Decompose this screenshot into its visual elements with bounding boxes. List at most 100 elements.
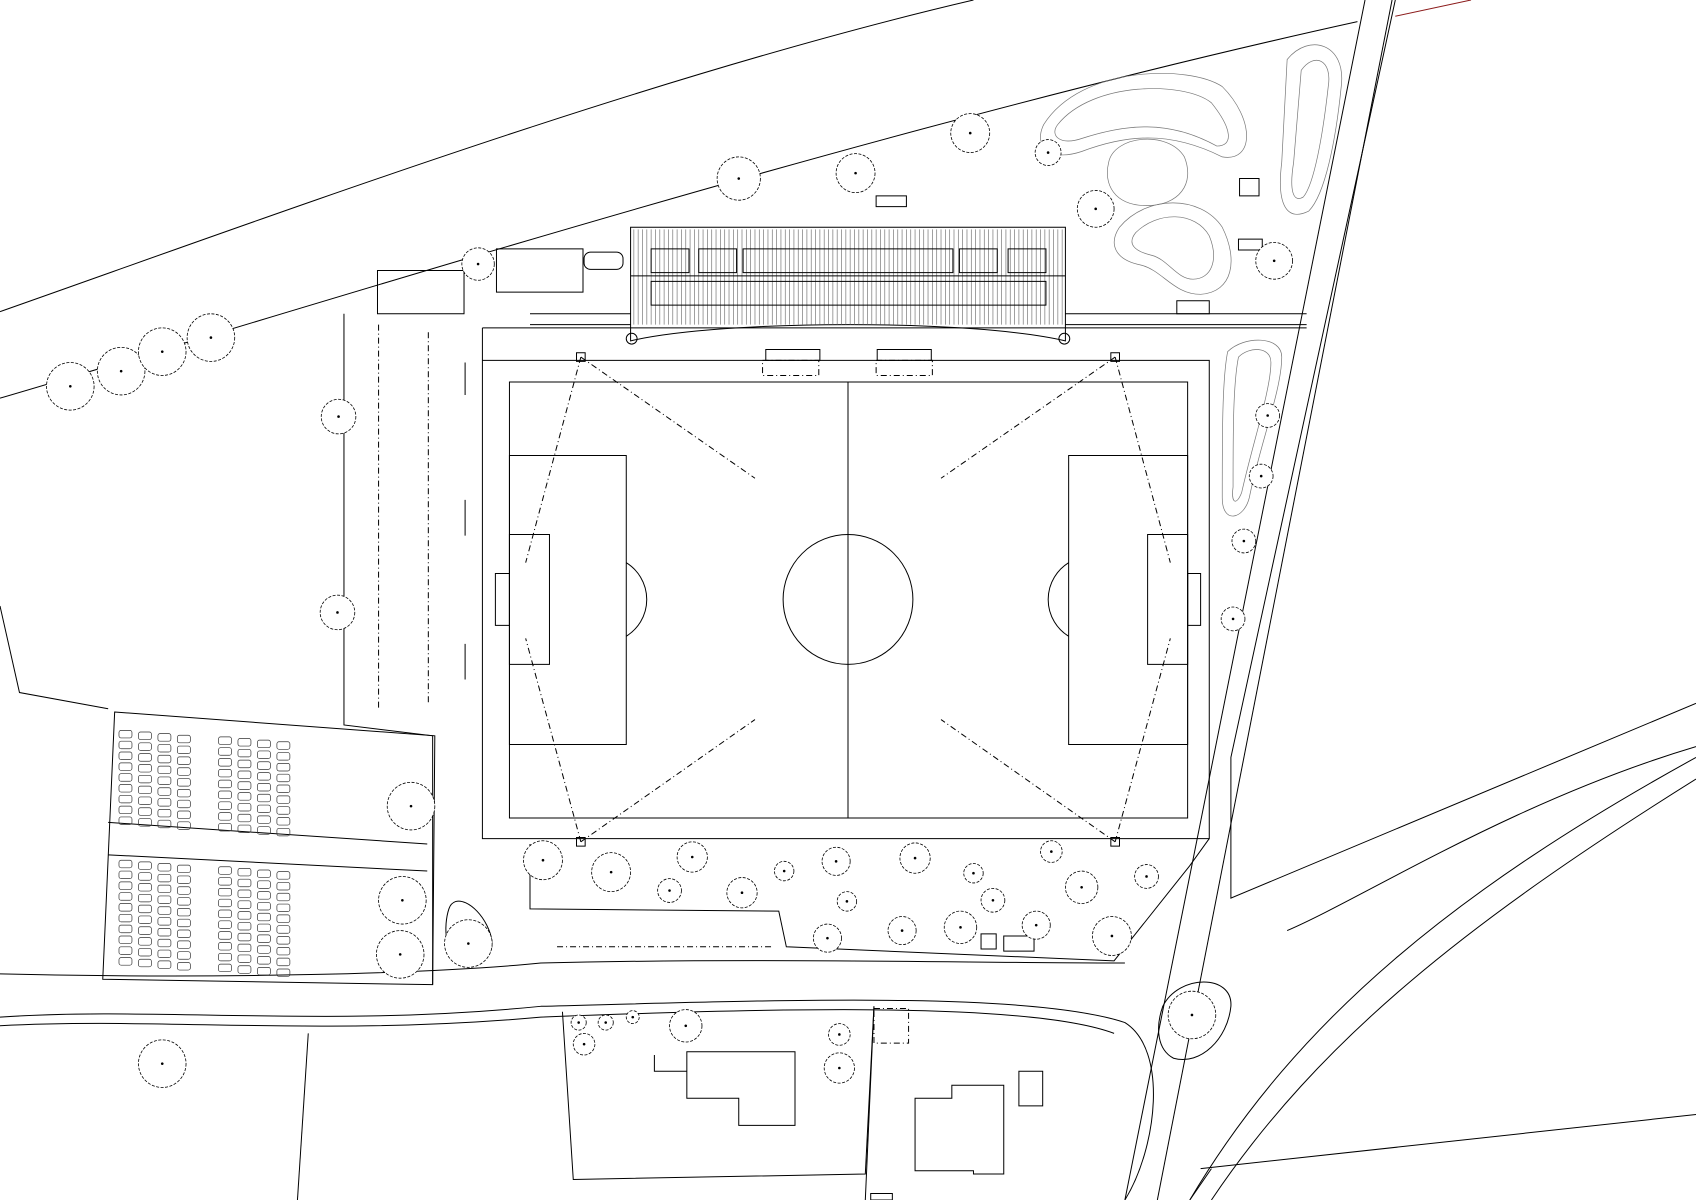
parking-area [344,249,623,985]
garden-plot [218,823,231,831]
garden-plot [138,883,151,891]
tree-trunk [1145,875,1148,878]
garden-plot [119,860,132,868]
pump-tracks [876,45,1342,516]
tree-trunk [604,1021,608,1024]
tree-trunk [541,858,545,862]
garden-plot [138,743,151,751]
garden-plot [277,937,290,945]
garden-plot [238,890,251,898]
garden-plot [177,735,190,743]
garden-plot [277,872,290,880]
garden-plot [119,730,132,738]
tree-trunk [577,1021,580,1024]
tree-trunk [1094,207,1097,211]
garden-plot [277,969,290,977]
garden-plot [218,921,231,929]
garden-plot [238,739,251,747]
garden-plot [257,870,270,878]
garden-plot [138,938,151,946]
garden-plot [158,950,171,958]
garden-plot [177,800,190,808]
garden-plot [218,953,231,961]
tree-trunk [668,889,671,892]
buildings [654,1008,1042,1200]
garden-plot [158,734,171,742]
grandstand-building [530,227,1307,344]
garden-plot [138,862,151,870]
garden-plot [277,926,290,934]
garden-plot [238,782,251,790]
tree-trunk [1046,151,1050,154]
tree-trunk [1190,1013,1194,1017]
tree-trunk [690,855,694,859]
garden-plot [238,912,251,920]
garden-plot [257,913,270,921]
garden-plot [257,924,270,932]
garden-plot [177,962,190,970]
tree-trunk [1080,885,1083,889]
tree-trunk [69,384,72,388]
tree-trunk [1110,934,1114,938]
garden-plot [238,793,251,801]
garden-plot [238,879,251,887]
garden-plot [277,947,290,955]
tree-trunk [609,870,613,874]
tree-trunk [631,1015,635,1019]
tree-trunk [398,953,402,956]
garden-plot [119,784,132,792]
garden-plot [277,774,290,782]
garden-plot [158,918,171,926]
tree-trunk [1050,850,1053,853]
tree-trunk [1259,474,1263,478]
tree-trunk [476,262,480,266]
garden-plot [218,791,231,799]
garden-plot [138,764,151,772]
garden-plot [119,914,132,922]
garden-plot [158,961,171,969]
tree-trunk [737,177,741,180]
garden-plot [257,957,270,965]
garden-plot [218,878,231,886]
garden-plot [257,783,270,791]
garden-plot [158,863,171,871]
garden-plot [238,749,251,757]
garden-plot [257,967,270,975]
garden-plot [277,915,290,923]
garden-plot [158,809,171,817]
garden-plot [138,873,151,881]
garden-plot [257,816,270,824]
tree-trunk [900,929,904,932]
tree-trunk [160,350,164,353]
garden-plot [257,751,270,759]
garden-plot [277,753,290,761]
garden-plot [177,811,190,819]
tree-trunk [160,1062,164,1065]
garden-plot [158,928,171,936]
garden-plot [277,742,290,750]
tree-trunk [209,336,213,339]
garden-plot [277,785,290,793]
garden-plot [119,947,132,955]
garden-plot [218,769,231,777]
garden-plot [158,799,171,807]
tree-trunk [1272,259,1276,263]
garden-plot [119,958,132,966]
garden-plot [138,894,151,902]
garden-plot [177,941,190,949]
garden-plot [158,874,171,882]
tree-trunk [409,804,413,808]
garden-plot [138,797,151,805]
garden-plot [158,939,171,947]
tree-trunk [1034,923,1038,927]
garden-plot [177,789,190,797]
garden-plot [158,885,171,893]
garden-plot [277,958,290,966]
garden-plot [119,882,132,890]
garden-plot [177,898,190,906]
garden-plot [119,795,132,803]
garden-plot [177,865,190,873]
garden-plot [177,768,190,776]
garden-plot [138,927,151,935]
